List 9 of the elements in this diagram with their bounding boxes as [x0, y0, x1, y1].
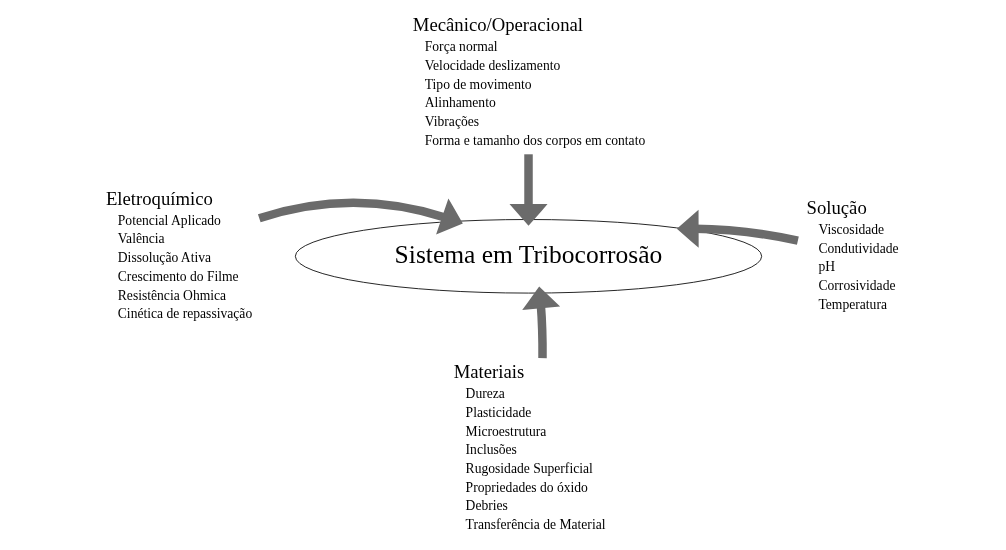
node-text: Materiais Dureza Plasticidade Microestrutura Inclusões Rugosidade Superficial Propriedades do óxido Debries Transferência de Material — [453, 361, 606, 533]
node-text: Solução Viscosidade Condutividade pH Corrosividade Temperatura — [806, 197, 899, 312]
arrow — [509, 154, 548, 226]
node-text: Mecânico/Operacional Força normal Velocidade deslizamento Tipo de movimento Alinhamento Vibrações Forma e tamanho dos corpos em contato — [412, 14, 646, 148]
arrow — [522, 286, 561, 359]
node-ellipse: Sistema em Tribocorrosão — [294, 219, 763, 294]
arrow — [676, 209, 799, 248]
node-text: Eletroquímico Potencial Aplicado Valência Dissolução Ativa Crescimento do Filme Resistência Ohmica Cinética de repassivação — [105, 187, 253, 322]
arrow — [258, 198, 463, 235]
